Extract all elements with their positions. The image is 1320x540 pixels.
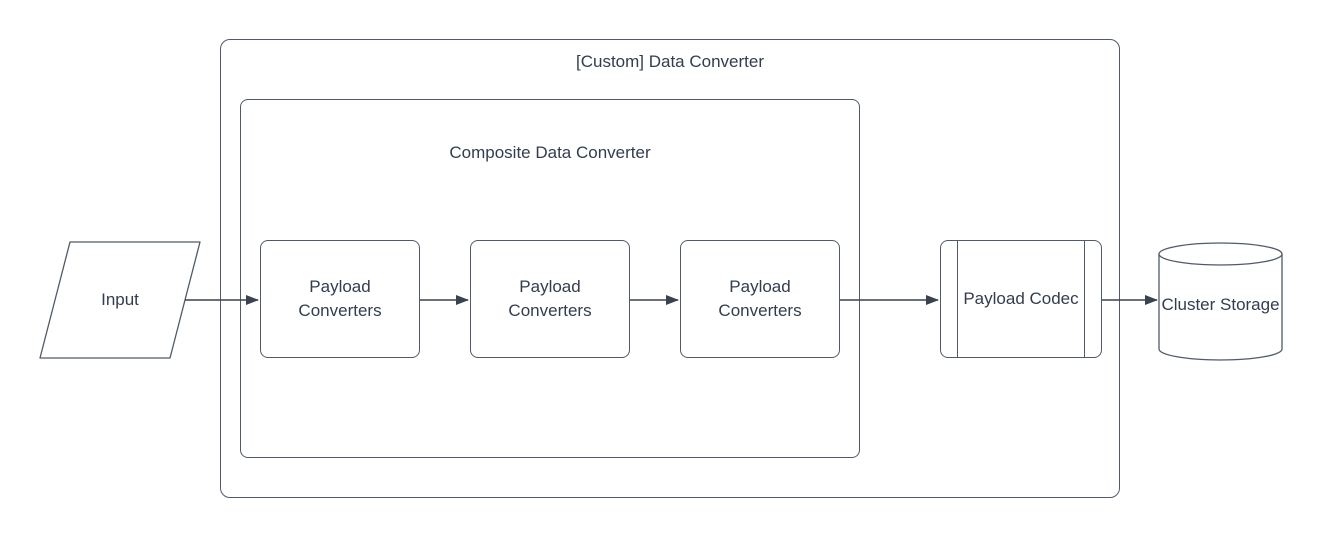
cluster-storage-cylinder-shape	[1158, 242, 1283, 361]
cluster-storage-label: Cluster Storage	[1161, 295, 1280, 314]
codec-right-bar-line	[1084, 241, 1085, 357]
payload-codec-node: Payload Codec	[940, 240, 1102, 358]
codec-left-bar-line	[957, 241, 958, 357]
input-node-label: Input	[101, 290, 139, 309]
payload-converters-label-1: Payload Converters	[298, 277, 382, 320]
payload-converters-node-2: Payload Converters	[470, 240, 630, 358]
input-parallelogram-shape	[39, 241, 201, 359]
payload-codec-label: Payload Codec	[963, 289, 1079, 308]
composite-data-converter-label: Composite Data Converter	[449, 143, 651, 162]
payload-converters-label-3: Payload Converters	[718, 277, 802, 320]
payload-converters-label-2: Payload Converters	[508, 277, 592, 320]
payload-converters-node-1: Payload Converters	[260, 240, 420, 358]
custom-data-converter-label: [Custom] Data Converter	[575, 52, 764, 71]
payload-converters-node-3: Payload Converters	[680, 240, 840, 358]
